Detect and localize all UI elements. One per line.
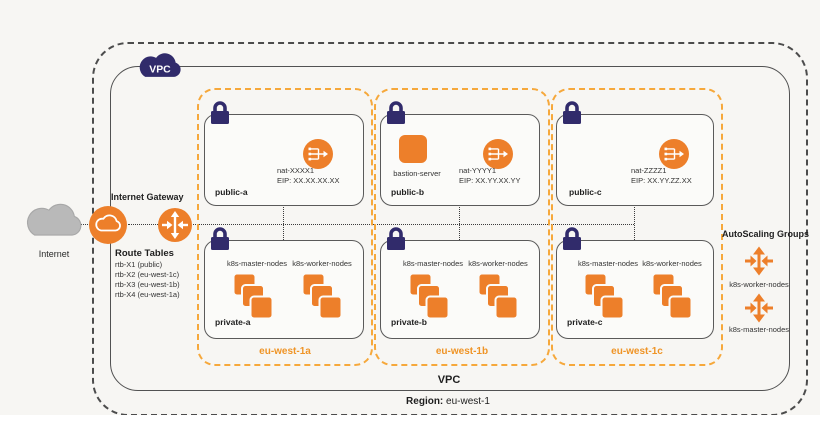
autoscaling-title: AutoScaling Groups	[722, 229, 810, 239]
az-eu-west-1c: eu-west-1c	[551, 88, 723, 366]
instances-stack-icon	[583, 272, 625, 320]
subnet-label: private-a	[215, 317, 251, 327]
nat-gateway-icon	[483, 139, 513, 169]
zone-label: eu-west-1b	[435, 346, 489, 357]
lock-icon	[387, 101, 405, 124]
subnet-label: private-c	[567, 317, 603, 327]
lock-icon	[211, 227, 229, 250]
node-group-label: k8s-worker-nodes	[642, 259, 702, 268]
zone-label: eu-west-1a	[259, 346, 311, 357]
private-subnet-b: k8s-master-nodes k8s-worker-nodes privat…	[380, 227, 540, 339]
subnet-label: public-b	[391, 187, 425, 197]
nat-eip: EIP: XX.YY.ZZ.XX	[631, 176, 692, 185]
route-table-entry: rtb-X3 (eu-west-1b)	[115, 280, 180, 289]
region-name: eu-west-1	[446, 396, 490, 407]
lock-icon	[211, 101, 229, 124]
connector-public-c-private-c	[634, 204, 635, 240]
lock-icon	[563, 101, 581, 124]
public-subnet-a: nat-XXXX1 EIP: XX.XX.XX.XX public-a	[204, 101, 364, 206]
nat-name: nat-XXXX1	[277, 166, 315, 175]
instances-stack-icon	[477, 272, 519, 320]
connector-router-across-zones	[193, 224, 634, 225]
instances-stack-icon	[232, 272, 274, 320]
router-icon	[158, 208, 192, 242]
node-group-label: k8s-master-nodes	[577, 259, 639, 268]
autoscaling-icon	[745, 246, 773, 276]
internet-gateway-icon	[89, 206, 127, 244]
nat-eip: EIP: XX.YY.XX.YY	[459, 176, 521, 185]
lock-icon	[387, 227, 405, 250]
nat-name: nat-YYYY1	[459, 166, 497, 175]
route-table-entry: rtb-X4 (eu-west-1a)	[115, 290, 180, 299]
route-table-entry: rtb-X2 (eu-west-1c)	[115, 270, 180, 279]
subnet-label: private-b	[391, 317, 427, 327]
public-subnet-c: nat-ZZZZ1 EIP: XX.YY.ZZ.XX public-c	[556, 101, 714, 206]
autoscaling-group-label: k8s-master-nodes	[728, 325, 790, 334]
bastion-server-icon	[399, 135, 427, 163]
nat-name: nat-ZZZZ1	[631, 166, 667, 175]
vpc-bottom-label: VPC	[437, 374, 461, 386]
node-group-label: k8s-master-nodes	[226, 259, 288, 268]
subnet-label: public-a	[215, 187, 248, 197]
connector-public-b-private-b	[459, 204, 460, 240]
vpc-cloud-badge: VPC	[139, 53, 181, 77]
public-subnet-b: bastion-server nat-YYYY1 EIP: XX.YY.XX.Y…	[380, 101, 540, 206]
route-table-entry: rtb-X1 (public)	[115, 260, 163, 269]
node-group-label: k8s-master-nodes	[402, 259, 464, 268]
internet-gateway-label: Internet Gateway	[111, 192, 184, 202]
autoscaling-icon	[745, 293, 773, 323]
instances-stack-icon	[651, 272, 693, 320]
instances-stack-icon	[408, 272, 450, 320]
internet-label: Internet	[38, 249, 70, 259]
private-subnet-a: k8s-master-nodes k8s-worker-nodes privat…	[204, 227, 364, 339]
region-label-prefix: Region:	[406, 396, 444, 407]
nat-gateway-icon	[659, 139, 689, 169]
az-eu-west-1a: eu-west-1a	[197, 88, 373, 366]
connector-public-a-private-a	[283, 204, 284, 240]
region-bottom-label: Region: eu-west-1	[92, 396, 804, 407]
lock-icon	[563, 227, 581, 250]
bastion-label: bastion-server	[393, 169, 441, 178]
connector-gateway-to-router	[128, 224, 158, 225]
private-subnet-c: k8s-master-nodes k8s-worker-nodes privat…	[556, 227, 714, 339]
route-tables-title: Route Tables	[115, 248, 174, 259]
nat-gateway-icon	[303, 139, 333, 169]
internet-cloud-icon	[26, 203, 82, 236]
instances-stack-icon	[301, 272, 343, 320]
bottom-edge	[0, 415, 820, 423]
autoscaling-group-label: k8s-worker-nodes	[729, 280, 789, 289]
node-group-label: k8s-worker-nodes	[292, 259, 352, 268]
nat-eip: EIP: XX.XX.XX.XX	[277, 176, 340, 185]
vpc-badge-label: VPC	[149, 65, 171, 76]
az-eu-west-1b: eu-west-1b	[374, 88, 550, 366]
zone-label: eu-west-1c	[611, 346, 663, 357]
node-group-label: k8s-worker-nodes	[468, 259, 528, 268]
subnet-label: public-c	[569, 187, 602, 197]
